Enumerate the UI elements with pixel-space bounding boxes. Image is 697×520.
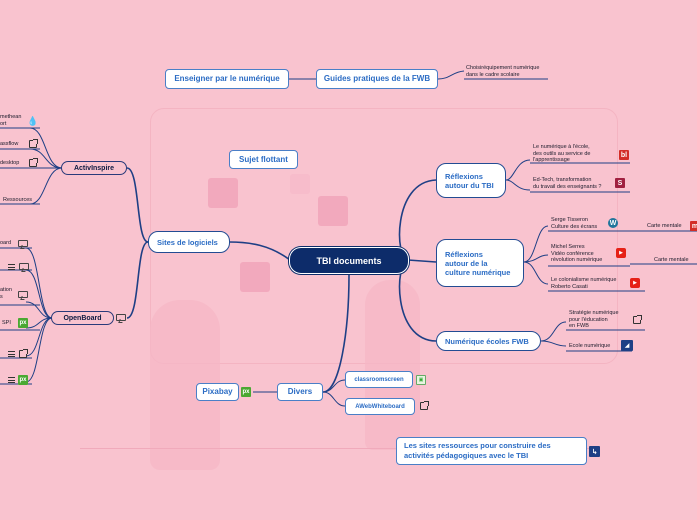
open-item-4: SPI	[2, 320, 11, 326]
open-item-1: oard	[0, 240, 12, 246]
floating-topic[interactable]: Sujet flottant	[229, 150, 298, 169]
link-arrow-icon[interactable]: ↳	[589, 446, 600, 457]
awebwhiteboard-node[interactable]: AWebWhiteboard	[345, 398, 415, 415]
background-card	[240, 262, 270, 292]
reflexions-tbi-node[interactable]: Réflexions autour du TBI	[436, 163, 506, 198]
culture-item-1: Serge Tisseron Culture des écrans	[551, 217, 598, 230]
openboard-node[interactable]: OpenBoard	[51, 311, 114, 325]
reflexion-tbi-item-1: Le numérique à l'école, des outils au se…	[533, 144, 591, 163]
guides-note: Choisiréquipement numérique dans le cadr…	[466, 65, 540, 78]
pixabay-icon: px	[241, 387, 251, 397]
activ-item-3: desktop	[0, 160, 20, 166]
culture-item-3: Le colonialisme numérique Roberto Casati	[551, 277, 617, 290]
activinspire-node[interactable]: ActivInspire	[61, 161, 127, 175]
menu-icon[interactable]	[8, 377, 15, 383]
reflexion-tbi-item-2: Ed-Tech, transformation du travail des e…	[533, 177, 602, 190]
drop-icon: 💧	[27, 115, 39, 126]
classroomscreen-node[interactable]: classroomscreen	[345, 371, 413, 388]
ecoles-item-2: Ecole numérique	[569, 343, 611, 349]
background-card	[208, 178, 238, 208]
external-link-icon[interactable]	[633, 315, 642, 324]
activ-item-4: Ressources	[3, 197, 33, 203]
youtube-icon: ▶	[616, 248, 626, 258]
background-ground	[80, 448, 600, 449]
open-item-3: ation s	[0, 287, 12, 300]
external-link-icon[interactable]	[19, 349, 28, 358]
menu-icon[interactable]	[8, 264, 15, 270]
slideshare-icon: m	[690, 221, 697, 231]
note-icon[interactable]	[116, 314, 126, 321]
external-link-icon[interactable]	[29, 139, 38, 148]
carte-mentale-2: Carte mentale	[654, 257, 689, 263]
pixabay-node[interactable]: Pixabay	[196, 383, 239, 401]
edu-icon: ◢	[621, 340, 633, 351]
wordpress-icon: W	[608, 218, 618, 228]
culture-item-2: Michel Serres Vidéo conférence révolutio…	[551, 244, 603, 263]
numerique-ecoles-node[interactable]: Numérique écoles FWB	[436, 331, 541, 351]
background-card	[290, 174, 310, 194]
central-topic[interactable]: TBI documents	[289, 247, 409, 274]
classroom-icon: ▣	[416, 375, 426, 385]
sites-logiciels-node[interactable]: Sites de logiciels	[148, 231, 230, 253]
pixabay-icon: px	[18, 318, 28, 328]
background-person	[365, 280, 420, 450]
sites-ressources-node[interactable]: Les sites ressources pour construire des…	[396, 437, 587, 465]
carte-mentale-1: Carte mentale	[647, 223, 682, 229]
guides-pratiques-node[interactable]: Guides pratiques de la FWB	[316, 69, 438, 89]
slideshare-icon: S	[615, 178, 625, 188]
slideshare-icon: bl	[619, 150, 629, 160]
external-link-icon[interactable]	[420, 401, 429, 410]
youtube-icon: ▶	[630, 278, 640, 288]
pixabay-icon: px	[18, 375, 28, 385]
external-link-icon[interactable]	[29, 158, 38, 167]
note-icon[interactable]	[18, 240, 28, 247]
enseigner-numerique-node[interactable]: Enseigner par le numérique	[165, 69, 289, 89]
note-icon[interactable]	[19, 263, 29, 270]
background-card	[318, 196, 348, 226]
menu-icon[interactable]	[8, 351, 15, 357]
ecoles-item-1: Stratégie numérique pour l'éducation en …	[569, 310, 619, 329]
reflexions-culture-node[interactable]: Réflexions autour de la culture numériqu…	[436, 239, 524, 287]
activ-item-2: assflow	[0, 141, 19, 147]
activ-item-1: methean ort	[0, 114, 22, 127]
note-icon[interactable]	[18, 291, 28, 298]
divers-node[interactable]: Divers	[277, 383, 323, 401]
